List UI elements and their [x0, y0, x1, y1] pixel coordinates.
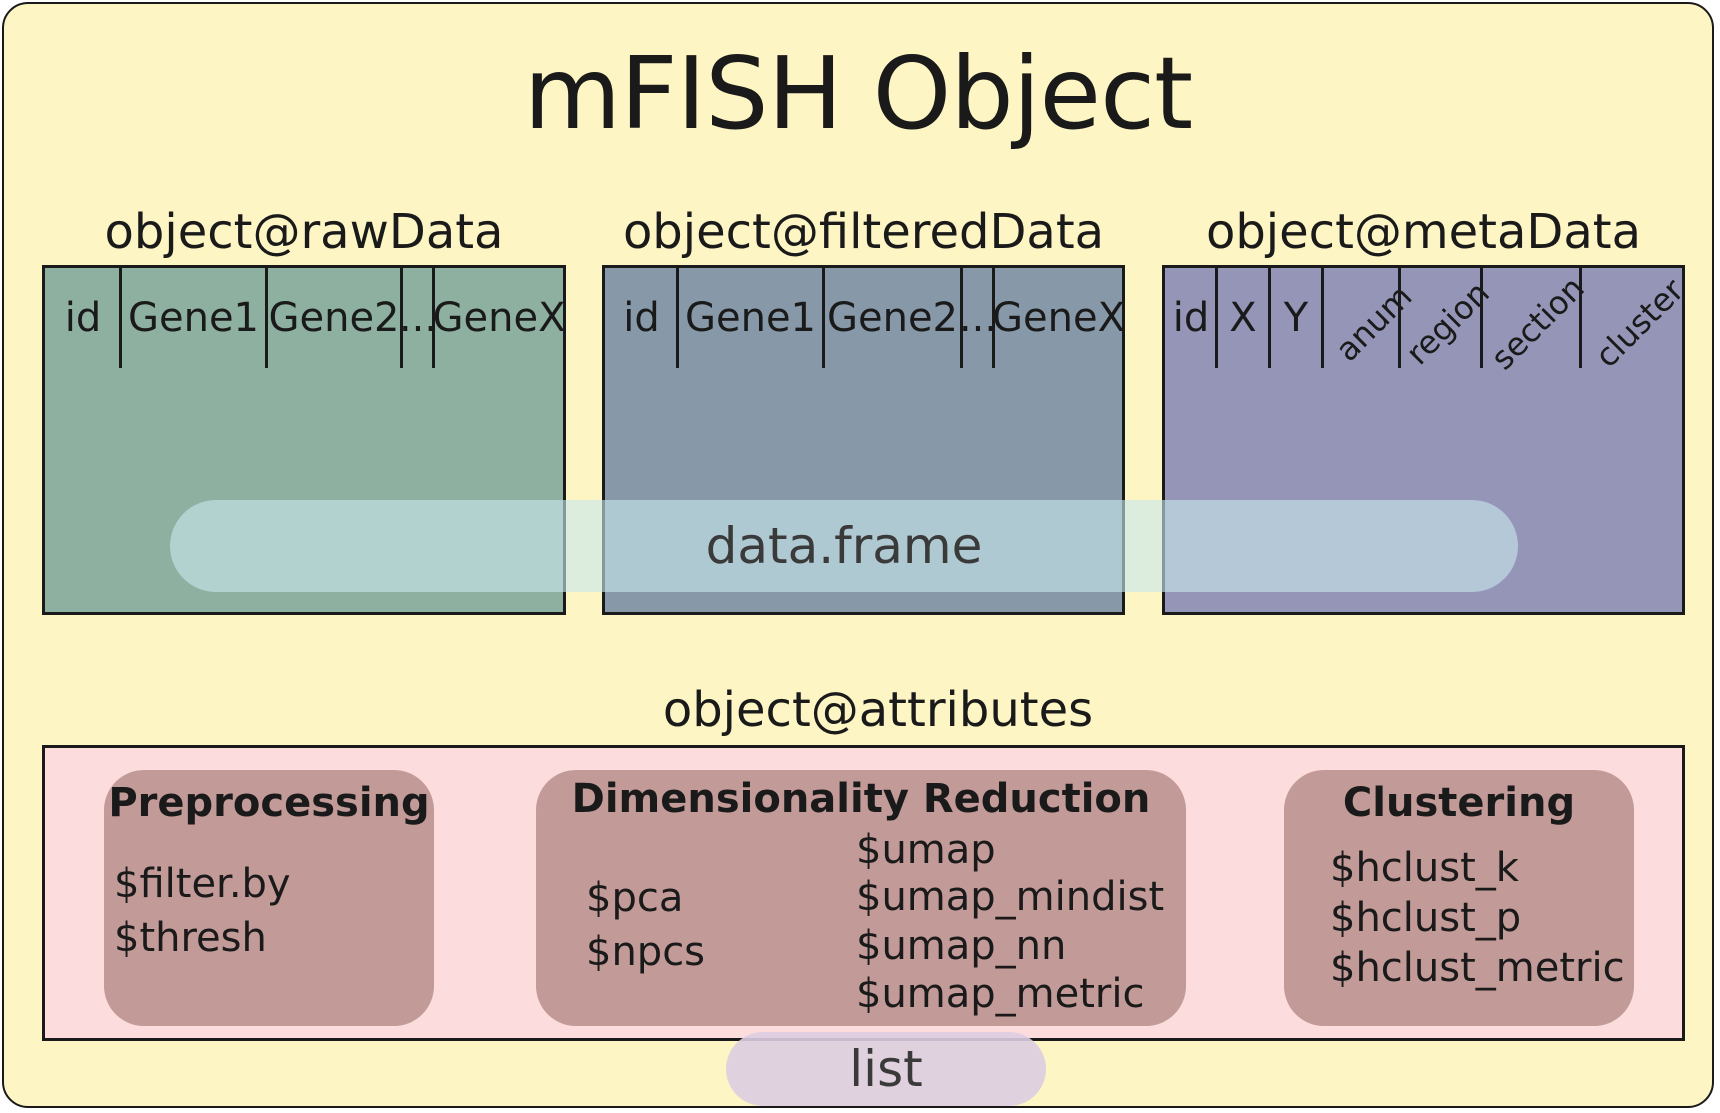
dimensionality-reduction-title: Dimensionality Reduction: [571, 776, 1151, 822]
column-divider: [1321, 268, 1324, 368]
preprocessing-item: $thresh: [114, 915, 267, 961]
meta-col-y: Y: [1283, 295, 1309, 341]
attributes-box: Preprocessing $filter.by $thresh Dimensi…: [42, 745, 1685, 1041]
clustering-item: $hclust_metric: [1330, 945, 1625, 991]
column-divider: [1480, 268, 1483, 368]
column-divider: [822, 268, 825, 368]
meta-col-section: section: [1483, 268, 1592, 378]
column-divider: [400, 268, 403, 368]
column-divider: [676, 268, 679, 368]
data-frame-pill: data.frame: [170, 500, 1518, 592]
dimred-item: $umap_metric: [856, 971, 1145, 1017]
dimred-item: $npcs: [586, 929, 706, 975]
preprocessing-title: Preprocessing: [108, 780, 430, 826]
preprocessing-item: $filter.by: [114, 861, 291, 907]
column-divider: [265, 268, 268, 368]
raw-col-ellipsis: ...: [398, 295, 438, 341]
meta-col-id: id: [1172, 295, 1210, 341]
raw-col-genex: GeneX: [432, 295, 566, 341]
column-divider: [432, 268, 435, 368]
filtered-data-label: object@filteredData: [622, 204, 1105, 260]
clustering-item: $hclust_k: [1330, 845, 1519, 891]
dimred-item: $pca: [586, 875, 684, 921]
column-divider: [1215, 268, 1218, 368]
raw-data-label: object@rawData: [104, 204, 504, 260]
filtered-col-ellipsis: ...: [958, 295, 998, 341]
diagram-title: mFISH Object: [523, 35, 1194, 152]
dimred-item: $umap_mindist: [856, 874, 1165, 920]
filtered-col-genex: GeneX: [992, 295, 1125, 341]
filtered-col-gene1: Gene1: [684, 295, 816, 341]
column-divider: [1579, 268, 1582, 368]
list-pill: list: [726, 1032, 1046, 1106]
column-divider: [119, 268, 122, 368]
filtered-col-gene2: Gene2: [826, 295, 958, 341]
raw-col-gene2: Gene2: [268, 295, 400, 341]
dimensionality-reduction-group: Dimensionality Reduction $pca $npcs $uma…: [536, 770, 1186, 1026]
column-divider: [992, 268, 995, 368]
meta-data-label: object@metaData: [1205, 204, 1642, 260]
clustering-group: Clustering $hclust_k $hclust_p $hclust_m…: [1284, 770, 1634, 1026]
meta-col-cluster: cluster: [1587, 271, 1692, 375]
column-divider: [960, 268, 963, 368]
column-divider: [1268, 268, 1271, 368]
meta-col-x: X: [1229, 295, 1257, 341]
dimred-item: $umap_nn: [856, 923, 1067, 969]
filtered-col-id: id: [623, 295, 660, 341]
column-divider: [1398, 268, 1401, 368]
clustering-title: Clustering: [1342, 780, 1576, 826]
raw-col-gene1: Gene1: [127, 295, 259, 341]
preprocessing-group: Preprocessing $filter.by $thresh: [104, 770, 434, 1026]
dimred-item: $umap: [856, 827, 996, 873]
attributes-label: object@attributes: [662, 682, 1094, 738]
meta-col-anum: anum: [1327, 277, 1420, 369]
raw-col-id: id: [64, 295, 102, 341]
clustering-item: $hclust_p: [1330, 895, 1522, 941]
